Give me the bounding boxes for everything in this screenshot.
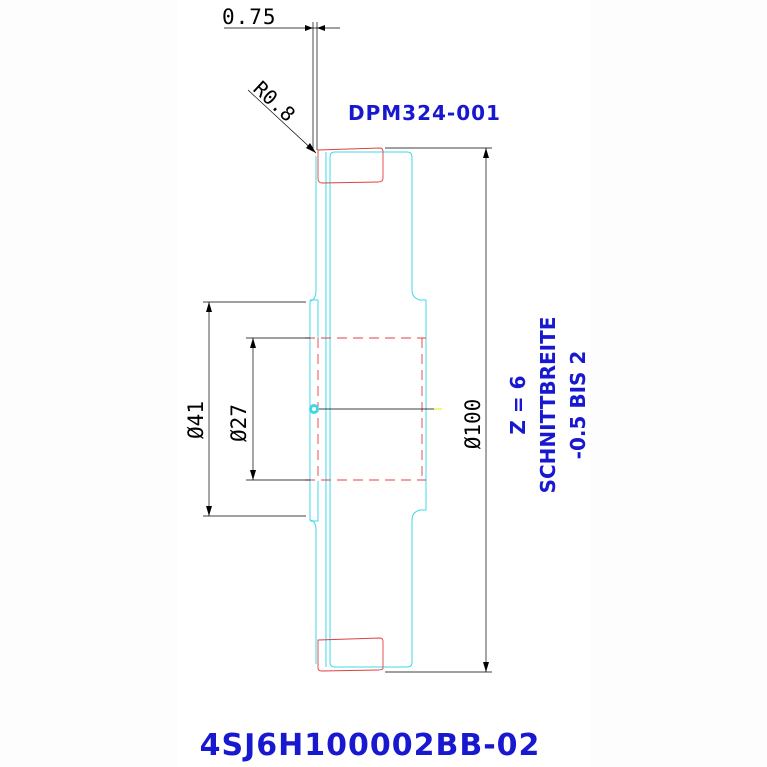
radius-label: R0.8 — [249, 76, 301, 126]
arrow-dia100-top — [483, 148, 489, 158]
arrow-dia41-top — [206, 302, 212, 312]
right-margin-strip — [590, 0, 767, 767]
left-margin-strip — [0, 0, 178, 767]
dimension-text: 0.75 R0.8 Ø41 Ø27 Ø100 — [184, 5, 485, 449]
arrow-dia27-top — [250, 338, 256, 348]
outer-body-right — [329, 151, 427, 668]
width-label: 0.75 — [222, 5, 277, 29]
drawing-number: 4SJ6H100002BB-02 — [200, 728, 541, 763]
dia27-label: Ø27 — [227, 404, 251, 442]
arrow-dia100-bottom — [483, 662, 489, 672]
arrow-radius — [306, 143, 316, 153]
dia100-label: Ø100 — [461, 399, 485, 450]
arrow-dia27-bottom — [250, 470, 256, 480]
tooth-top-outline — [317, 147, 384, 184]
hub-shoulder-bottom — [310, 481, 319, 522]
dia41-label: Ø41 — [184, 401, 208, 439]
radius-leader — [247, 89, 317, 154]
tooth-bottom-outline — [317, 637, 384, 672]
part-code: DPM324-001 — [348, 101, 501, 125]
annotations: DPM324-001 Z = 6 SCHNITTBREITE -0.5 BIS … — [200, 101, 590, 763]
center-marker-core — [312, 407, 316, 411]
note-cut-width-range: -0.5 BIS 2 — [566, 351, 590, 460]
center-axis — [309, 404, 442, 414]
note-teeth-count: Z = 6 — [506, 375, 530, 434]
arrow-width-right — [305, 25, 313, 31]
hub-shoulder-top — [310, 299, 319, 338]
arrow-width-left — [317, 25, 325, 31]
cut-tooth-outlines — [317, 147, 384, 672]
dimension-arrows — [206, 25, 489, 672]
note-cut-width-title: SCHNITTBREITE — [536, 317, 560, 494]
arrow-dia41-bottom — [206, 506, 212, 516]
part-outline — [309, 151, 427, 668]
